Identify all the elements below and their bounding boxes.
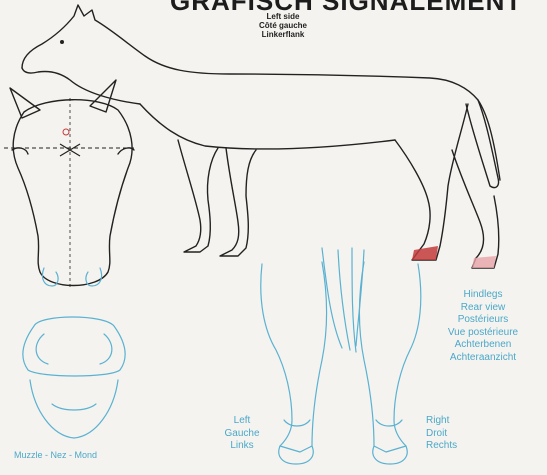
side-view-horse [22, 5, 500, 268]
rear-label-4: Achterbenen [418, 339, 547, 352]
rear-label-0: Hindlegs [418, 289, 547, 302]
rear-label-1: Rear view [418, 302, 547, 315]
left-foot-labels: Left Gauche Links [212, 415, 272, 453]
left-label-en: Left [212, 415, 272, 428]
horse-jaw [22, 68, 140, 104]
muzzle-lower [30, 380, 118, 438]
front-leg-far [220, 148, 256, 256]
whorl-spot [63, 129, 69, 135]
rear-view-hindlegs [261, 248, 421, 464]
left-label-fr: Gauche [212, 428, 272, 441]
front-leg-near [178, 140, 218, 252]
page-title: GRAFISCH SIGNALEMENT [170, 0, 522, 17]
ear-left [10, 88, 40, 118]
rear-fetlock-left [284, 420, 310, 426]
hind-leg-near [395, 104, 468, 260]
horse-eye [60, 40, 64, 44]
muzzle-nostril-right [100, 334, 112, 364]
muzzle-top [23, 317, 125, 376]
side-label-en: Left side [238, 12, 328, 21]
front-face-view [4, 80, 134, 290]
right-foot-labels: Right Droit Rechts [426, 415, 466, 453]
right-label-nl: Rechts [426, 440, 466, 453]
rear-label-5: Achteraanzicht [418, 352, 547, 365]
side-view-labels: Left side Côté gauche Linkerflank [238, 12, 328, 39]
muzzle-label: Muzzle - Nez - Mond [14, 450, 97, 460]
muzzle-lip-line [52, 404, 96, 410]
rear-tail [322, 248, 364, 352]
face-outline [13, 100, 132, 286]
muzzle-view [23, 317, 125, 438]
rear-hoof-right [373, 446, 407, 464]
right-label-fr: Droit [426, 428, 466, 441]
rear-label-2: Postérieurs [418, 314, 547, 327]
rear-right-leg [360, 262, 421, 452]
hind-leg-far [452, 150, 499, 268]
right-label-en: Right [426, 415, 466, 428]
rear-fetlock-right [376, 420, 402, 426]
side-label-nl: Linkerflank [238, 30, 328, 39]
side-label-fr: Côté gauche [238, 21, 328, 30]
marking-hind-near [412, 246, 438, 260]
rear-label-3: Vue postérieure [418, 327, 547, 340]
muzzle-nostril-left [36, 334, 48, 364]
left-label-nl: Links [212, 440, 272, 453]
rear-hoof-left [279, 446, 313, 464]
rear-view-labels: Hindlegs Rear view Postérieurs Vue posté… [418, 289, 547, 364]
